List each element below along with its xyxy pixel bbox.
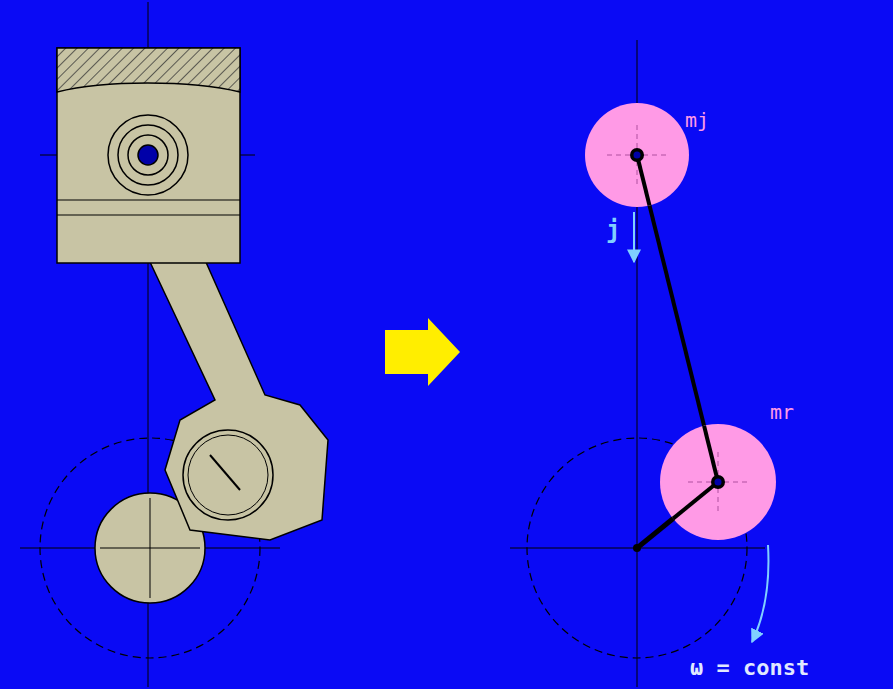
mass-circle: mr (660, 424, 776, 540)
rod-segment (673, 482, 718, 519)
mass-disc (660, 424, 776, 540)
circle-shape (585, 103, 689, 207)
joint-dot (715, 479, 722, 486)
rod-segment (704, 426, 718, 482)
rod-segment (637, 155, 650, 205)
mass-circle: mj (585, 103, 689, 207)
mass-label: mr (770, 402, 794, 422)
axis-lines (510, 40, 765, 687)
joint-dot (634, 152, 641, 159)
acceleration-label: j (606, 218, 620, 242)
rotation-arrow (752, 545, 768, 642)
joint-dot (630, 148, 644, 162)
crank-center (633, 544, 641, 552)
transform-arrow (385, 318, 460, 386)
connecting-rod (138, 240, 328, 540)
joint-dot (711, 475, 725, 489)
circle-shape (660, 424, 776, 540)
speed-label: ω = const (690, 657, 809, 679)
mass-label: mj (685, 110, 709, 130)
piston (57, 48, 240, 263)
mass-disc (585, 103, 689, 207)
connecting-rod-line (650, 205, 705, 425)
acceleration-arrow (633, 212, 635, 262)
